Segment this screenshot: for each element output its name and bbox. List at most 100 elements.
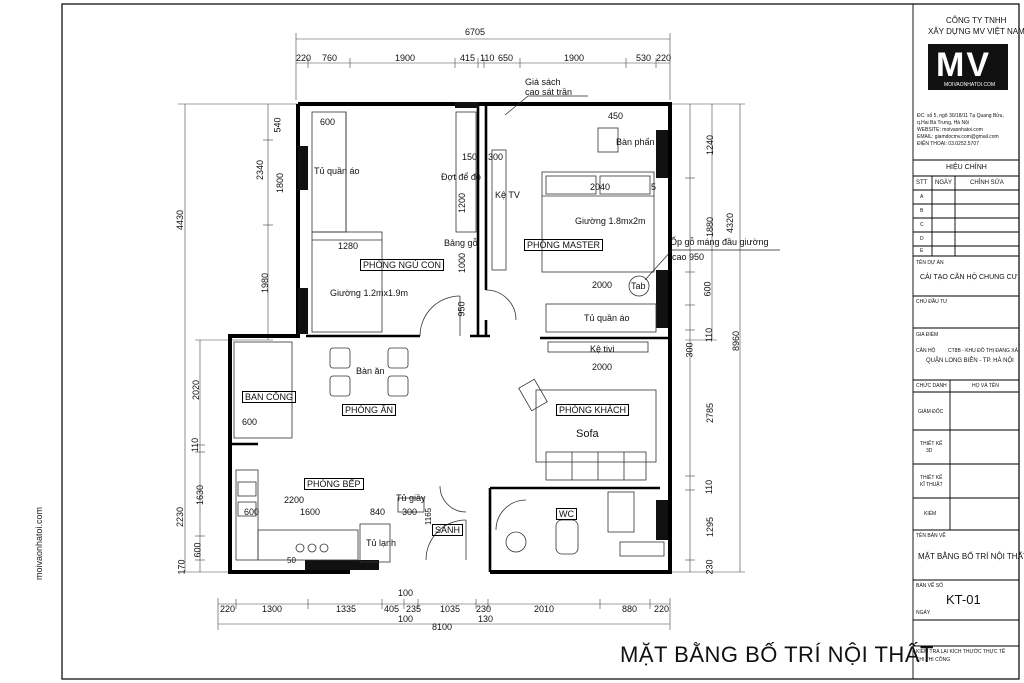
dim-inner-2040: 2040 (590, 182, 611, 192)
dim-bottom-10: 220 (654, 604, 670, 614)
dim-top-6: 650 (498, 53, 514, 63)
revision-col-ngay: NGÀY (935, 180, 953, 186)
dim-right-4: 110 (704, 327, 715, 343)
dim-top-5: 110 (480, 53, 495, 63)
label-tu-giay: Tủ giầy (396, 493, 426, 503)
top-dimension-lines (295, 33, 671, 100)
dim-inner-600-a: 600 (320, 117, 336, 127)
dim-left-1: 540 (272, 117, 283, 133)
dim-bottom-misc-1: 100 (398, 588, 414, 598)
drawing-note-1: KIỂM TRA LẠI KÍCH THƯỚC THỰC TẾ (916, 649, 1006, 655)
dim-left-9: 600 (192, 542, 203, 558)
wall-columns (298, 102, 668, 570)
location-1b: CT8B - KHU ĐÔ THỊ ĐANG XÁ (948, 348, 1018, 354)
website-vertical-text: moivaonhatoi.com (34, 506, 44, 580)
company-logo-text: MV (936, 46, 991, 84)
room-label-sanh: SẢNH (432, 524, 464, 536)
revision-row-d: D (920, 236, 924, 242)
dim-inner-450: 450 (608, 111, 624, 121)
dim-right-1: 1240 (705, 134, 716, 156)
revision-row-a: A (920, 194, 924, 200)
revision-col-sua: CHỈNH SỬA (970, 180, 1004, 186)
dim-bottom-9: 880 (622, 604, 638, 614)
revision-row-e: E (920, 248, 924, 254)
dim-total-bottom: 8100 (432, 622, 453, 632)
dim-left-5: 2020 (191, 379, 202, 401)
drawing-name-label: TÊN BẢN VẼ (916, 533, 946, 539)
label-dot-de-do: Đợt để đồ (441, 172, 481, 182)
label-tu-quan-ao-2: Tủ quần áo (584, 313, 630, 323)
dim-inner-950: 950 (456, 301, 467, 317)
dim-right-6: 2785 (705, 402, 716, 424)
dim-bottom-misc-3: 130 (478, 614, 494, 624)
dim-left-3: 2340 (255, 159, 266, 181)
label-sofa: Sofa (576, 428, 599, 440)
revision-title: HIỆU CHỈNH (946, 164, 987, 171)
dim-top-3: 1900 (395, 53, 416, 63)
drawing-date-label: NGÀY (916, 610, 931, 616)
dim-left-total: 4430 (175, 209, 186, 231)
sig-tkkt-1: THIẾT KẾ (920, 475, 943, 481)
room-label-phong-an: PHÒNG ĂN (342, 404, 397, 416)
drawing-number-label: BẢN VẼ SỐ (916, 583, 943, 589)
location-label: GIA ĐIỂM (916, 332, 939, 338)
revision-row-c: C (920, 222, 924, 228)
dim-bottom-8: 2010 (534, 604, 555, 614)
drawing-note-2: KHI THI CÔNG (916, 657, 951, 663)
sig-col-name: HỌ VÀ TÊN (972, 383, 999, 389)
label-ban-phan: Bàn phấn (616, 137, 655, 147)
right-dimension-lines (670, 103, 745, 573)
room-label-phong-master: PHÒNG MASTER (524, 239, 604, 251)
dim-inner-600-c: 600 (244, 507, 260, 517)
dim-bottom-1: 220 (220, 604, 236, 614)
dim-top-7: 1900 (564, 53, 585, 63)
dim-top-8: 530 (636, 53, 652, 63)
drawing-title: MẶT BẰNG BỐ TRÍ NỘI THẤT (620, 642, 934, 667)
room-label-phong-ngu-con: PHÒNG NGỦ CON (360, 259, 445, 271)
dim-top-9: 220 (656, 53, 672, 63)
dim-inner-840: 840 (370, 507, 386, 517)
dim-left-8: 2230 (175, 506, 186, 528)
left-dimension-lines (178, 103, 300, 573)
drawing-number-value: KT-01 (946, 592, 981, 607)
label-giuong-con: Giường 1.2mx1.9m (330, 288, 408, 298)
label-ban-an: Bàn ăn (356, 366, 385, 376)
dim-inner-150: 150 (462, 152, 478, 162)
dim-inner-600-b: 600 (242, 417, 258, 427)
sig-col-role: CHỨC DANH (916, 383, 947, 389)
company-email: EMAIL: giamdocmv.com@gmail.com (917, 134, 999, 140)
label-giuong-master: Giường 1.8mx2m (575, 216, 646, 226)
room-label-wc: WC (556, 508, 577, 520)
dim-right-total: 4320 (725, 212, 736, 234)
dim-inner-2000-b: 2000 (592, 362, 613, 372)
label-bang-go: Bảng gỗ (444, 238, 478, 248)
dim-inner-2000-a: 2000 (592, 280, 613, 290)
dim-right-2: 1880 (705, 216, 716, 238)
dim-top-1: 220 (296, 53, 312, 63)
label-op-go-height: cao 950 (672, 252, 705, 262)
dim-bottom-4: 405 (384, 604, 400, 614)
label-ke-tivi: Kệ tivi (590, 344, 615, 354)
label-op-go: Ốp gỗ máng đầu giường (670, 237, 769, 247)
company-line1: CÔNG TY TNHH (946, 16, 1007, 25)
company-line2: XÂY DỰNG MV VIỆT NAM (928, 27, 1024, 36)
owner-label: CHỦ ĐẦU TƯ (916, 299, 948, 305)
dim-right-7: 110 (704, 479, 715, 495)
door-swings (419, 289, 527, 561)
dim-inner-300-b: 300 (402, 507, 418, 517)
project-value: CẢI TẠO CĂN HỘ CHUNG CƯ (920, 274, 1018, 281)
dim-bottom-5: 235 (406, 604, 422, 614)
dim-top-2: 760 (322, 53, 338, 63)
dim-right-total-2: 8960 (731, 330, 742, 352)
dim-bottom-6: 1035 (440, 604, 461, 614)
leader-lines (504, 95, 780, 281)
dim-bottom-misc-2: 100 (398, 614, 414, 624)
revision-col-stt: STT (916, 180, 928, 186)
dim-left-10: 170 (176, 559, 187, 575)
company-addr1: ĐC: số 5, ngõ 30/18/11 Tạ Quang Bửu, (917, 113, 1004, 119)
dim-inner-300-a: 300 (488, 152, 504, 162)
label-tu-quan-ao-1: Tủ quần áo (314, 166, 360, 176)
drawing-name-value: MẶT BẰNG BỐ TRÍ NỘI THẤT (918, 552, 1024, 561)
sig-giam-doc: GIÁM ĐỐC (918, 409, 944, 415)
